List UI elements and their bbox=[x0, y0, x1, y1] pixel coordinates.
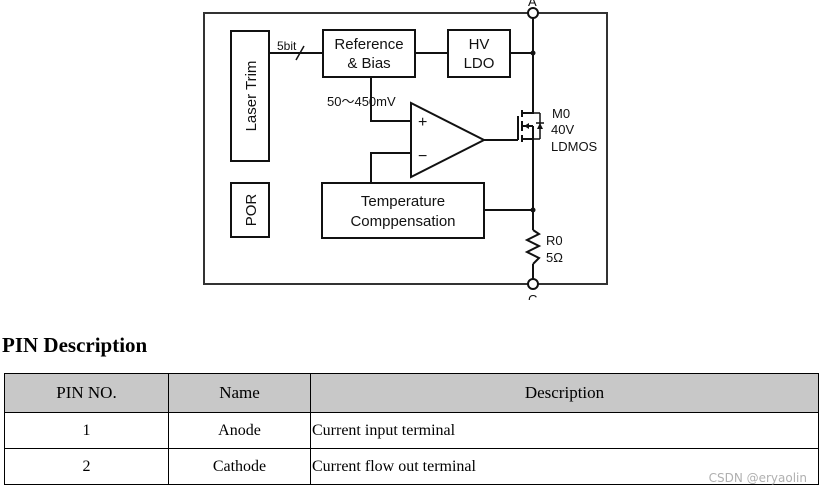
op-amp-plus: + bbox=[418, 114, 427, 131]
resistor-name: R0 bbox=[546, 233, 563, 248]
vref-label: 50～450mV bbox=[327, 94, 396, 109]
ldmos-transistor bbox=[517, 108, 544, 142]
table-header-row: PIN NO. Name Description bbox=[4, 373, 819, 413]
pin-c-terminal bbox=[527, 278, 539, 290]
reference-label-line2: & Bias bbox=[347, 55, 390, 72]
resistor-r0 bbox=[524, 229, 542, 265]
header-name: Name bbox=[168, 373, 311, 413]
bus-width-label: 5bit bbox=[277, 39, 297, 53]
watermark: CSDN @eryaolin bbox=[708, 471, 807, 485]
junction-dot-hv bbox=[530, 50, 536, 56]
laser-trim-block bbox=[230, 30, 270, 162]
hv-ldo-block bbox=[447, 29, 511, 78]
table-row: 1 Anode Current input terminal bbox=[4, 412, 819, 449]
mosfet-name: M0 bbox=[552, 106, 570, 121]
pin-name-cell: Anode bbox=[168, 412, 311, 449]
pin-a-terminal bbox=[527, 7, 539, 19]
resistor-value: 5Ω bbox=[546, 250, 563, 265]
section-title: PIN Description bbox=[2, 333, 148, 357]
pin-number-cell: 2 bbox=[4, 448, 169, 485]
temp-label-line2: Comppensation bbox=[350, 213, 455, 230]
reference-label-line1: Reference bbox=[334, 36, 403, 53]
op-amp bbox=[410, 101, 487, 179]
pin-description-cell: Current flow out terminal bbox=[310, 448, 819, 485]
table-row: 2 Cathode Current flow out terminal bbox=[4, 448, 819, 485]
pin-name-cell: Cathode bbox=[168, 448, 311, 485]
bus-slash bbox=[295, 45, 305, 61]
reference-bias-block bbox=[322, 29, 416, 78]
por-block bbox=[230, 182, 270, 238]
vref-wire bbox=[370, 77, 411, 122]
temperature-compensation-block bbox=[321, 182, 485, 239]
junction-dot-temp bbox=[530, 207, 536, 213]
header-pin-no: PIN NO. bbox=[4, 373, 169, 413]
mosfet-voltage: 40V bbox=[551, 122, 574, 137]
chip-outline bbox=[203, 12, 608, 285]
por-label: POR bbox=[243, 194, 260, 227]
laser-trim-label: Laser Trim bbox=[243, 61, 260, 132]
pin-a-label: A bbox=[528, 0, 537, 9]
pin-description-table: PIN NO. Name Description 1 Anode Current… bbox=[4, 373, 819, 485]
op-amp-minus: − bbox=[418, 148, 427, 165]
hv-label-line1: HV bbox=[469, 36, 490, 53]
pin-c-label: C bbox=[528, 292, 537, 300]
pin-number-cell: 1 bbox=[4, 412, 169, 449]
mosfet-type: LDMOS bbox=[551, 139, 598, 154]
pin-description-cell: Current input terminal bbox=[310, 412, 819, 449]
header-description: Description bbox=[310, 373, 819, 413]
feedback-wire bbox=[370, 152, 411, 183]
hv-label-line2: LDO bbox=[464, 55, 495, 72]
temp-label-line1: Temperature bbox=[361, 193, 445, 210]
block-diagram: A C Laser Trim 5bit Reference & Bias HV … bbox=[203, 0, 608, 300]
